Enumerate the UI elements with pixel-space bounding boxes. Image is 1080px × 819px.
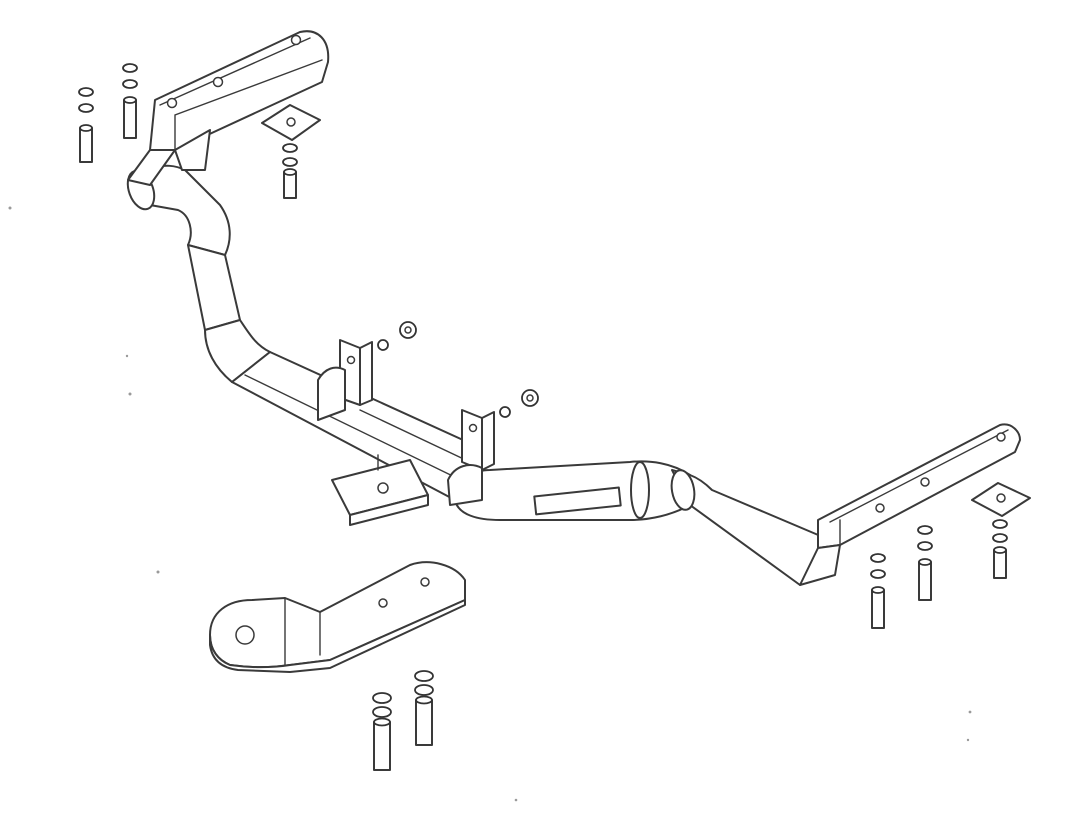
hitch-crossbar-tube [126, 164, 831, 586]
scan-specks [8, 206, 972, 802]
center-support-bracket-right [447, 409, 495, 506]
nut-set-center [377, 321, 539, 418]
center-tab-plate [331, 454, 429, 526]
square-backing-plate-left [261, 104, 321, 141]
ball-mount-drawbar [209, 561, 466, 673]
left-mounting-bracket [127, 30, 330, 186]
bolt-set-left [78, 63, 298, 199]
right-mounting-bracket [799, 423, 1021, 586]
center-support-bracket-left [317, 339, 373, 421]
bolt-set-drawbar [372, 670, 434, 771]
square-backing-plate-right [971, 482, 1031, 517]
bolt-set-right [870, 519, 1008, 629]
